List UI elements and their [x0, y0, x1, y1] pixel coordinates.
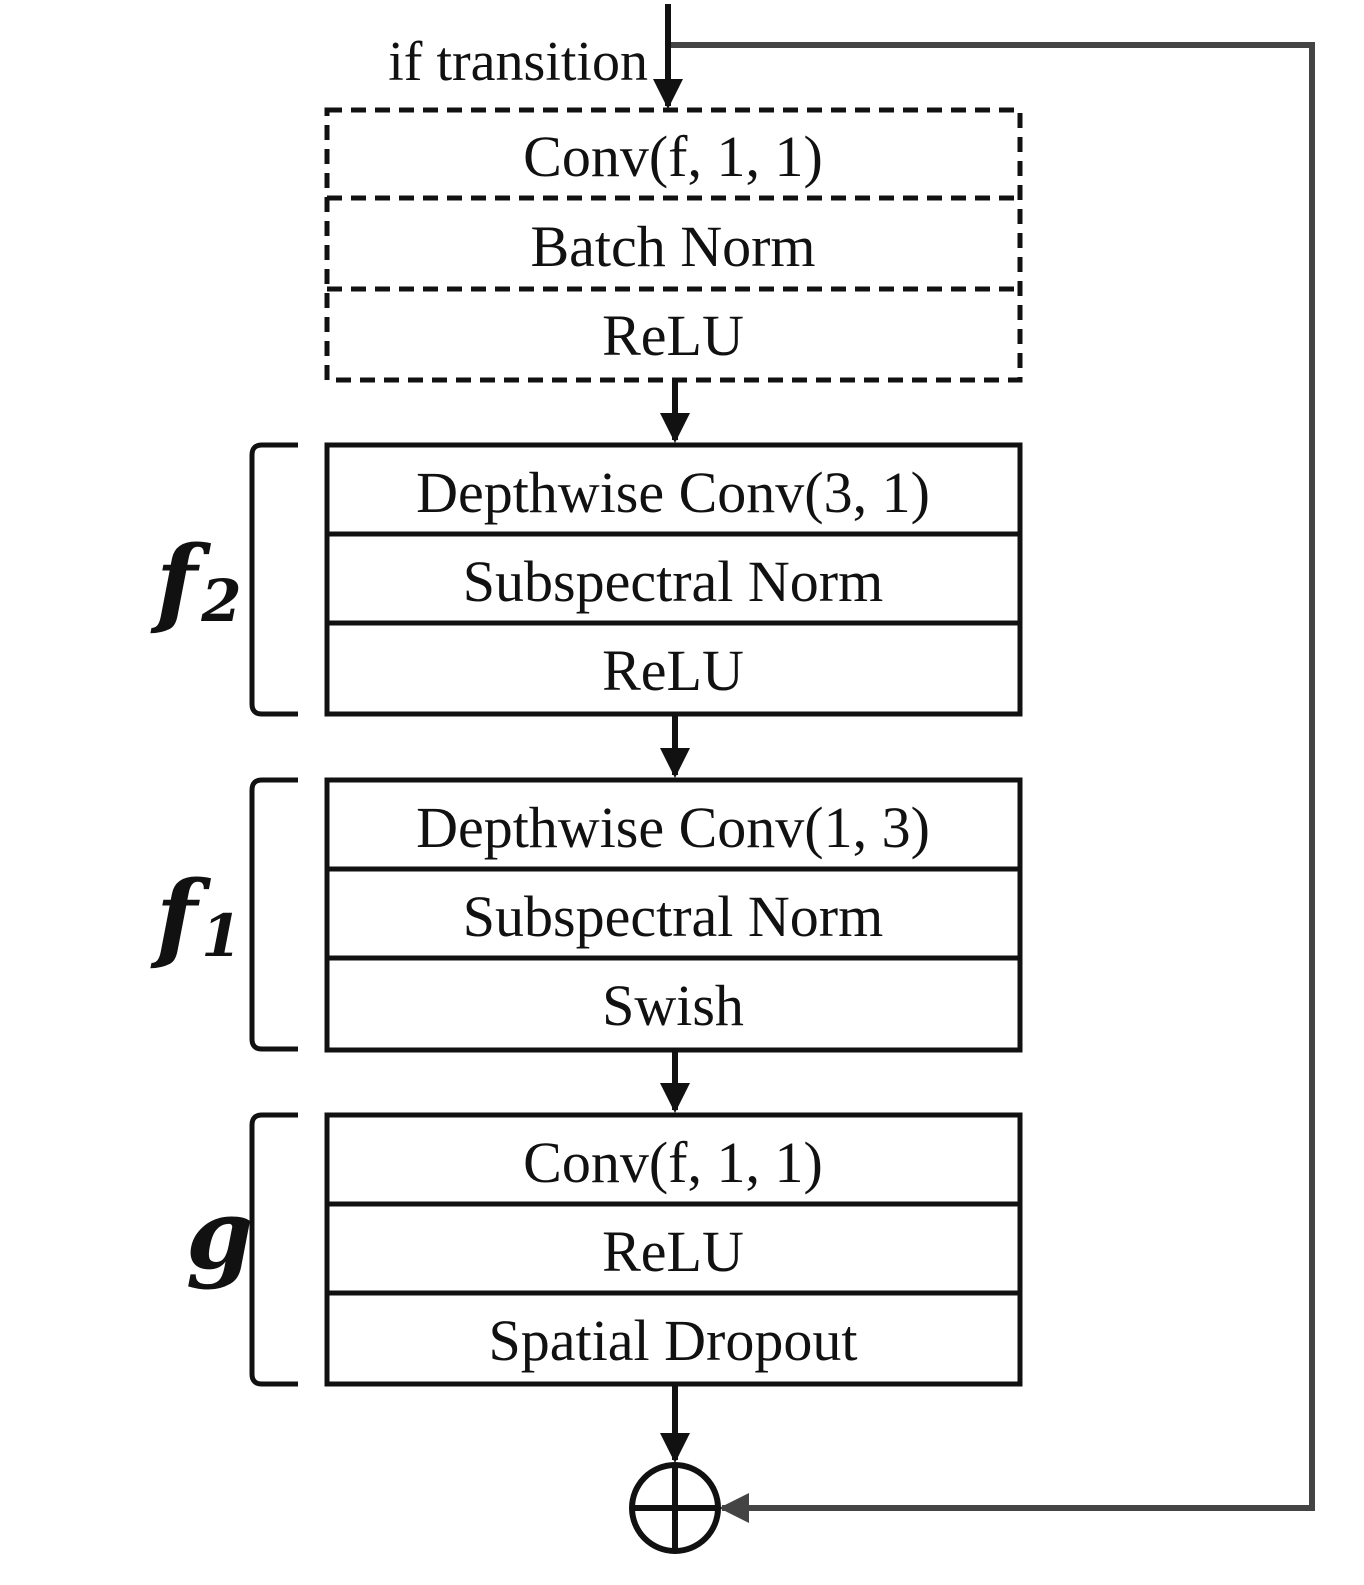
f2-layer-depthwise-conv: Depthwise Conv(3, 1) [416, 460, 930, 525]
f2-label: f2 [150, 525, 242, 638]
sum-node-icon [629, 1462, 721, 1554]
skip-connection-line [668, 42, 1315, 1523]
transition-layer-relu: ReLU [602, 303, 744, 368]
group-f2: Depthwise Conv(3, 1) Subspectral Norm Re… [150, 442, 1023, 717]
f2-label-subscript: 2 [200, 567, 241, 635]
group-f1: Depthwise Conv(1, 3) Subspectral Norm Sw… [150, 777, 1023, 1053]
g-layer-spatial-dropout: Spatial Dropout [489, 1308, 858, 1373]
f2-layer-relu: ReLU [602, 638, 744, 703]
g-label: g [186, 1178, 253, 1291]
transition-layer-batch-norm: Batch Norm [530, 214, 815, 279]
transition-layer-conv: Conv(f, 1, 1) [523, 124, 823, 189]
f1-layer-swish: Swish [602, 973, 744, 1038]
g-label-letter: g [186, 1178, 253, 1291]
transition-block: Conv(f, 1, 1) Batch Norm ReLU [324, 107, 1023, 383]
g-layer-relu: ReLU [602, 1219, 744, 1284]
f1-bracket [249, 777, 298, 1052]
f2-bracket [249, 442, 298, 717]
f1-layer-subspectral-norm: Subspectral Norm [463, 884, 883, 949]
f2-layer-subspectral-norm: Subspectral Norm [463, 549, 883, 614]
f1-label-subscript: 1 [201, 902, 241, 970]
f1-layer-depthwise-conv: Depthwise Conv(1, 3) [416, 795, 930, 860]
f1-label: f1 [150, 860, 242, 973]
g-bracket [249, 1112, 298, 1387]
g-layer-conv: Conv(f, 1, 1) [523, 1130, 823, 1195]
group-g: Conv(f, 1, 1) ReLU Spatial Dropout g [186, 1112, 1023, 1387]
transition-label: if transition [388, 31, 648, 93]
